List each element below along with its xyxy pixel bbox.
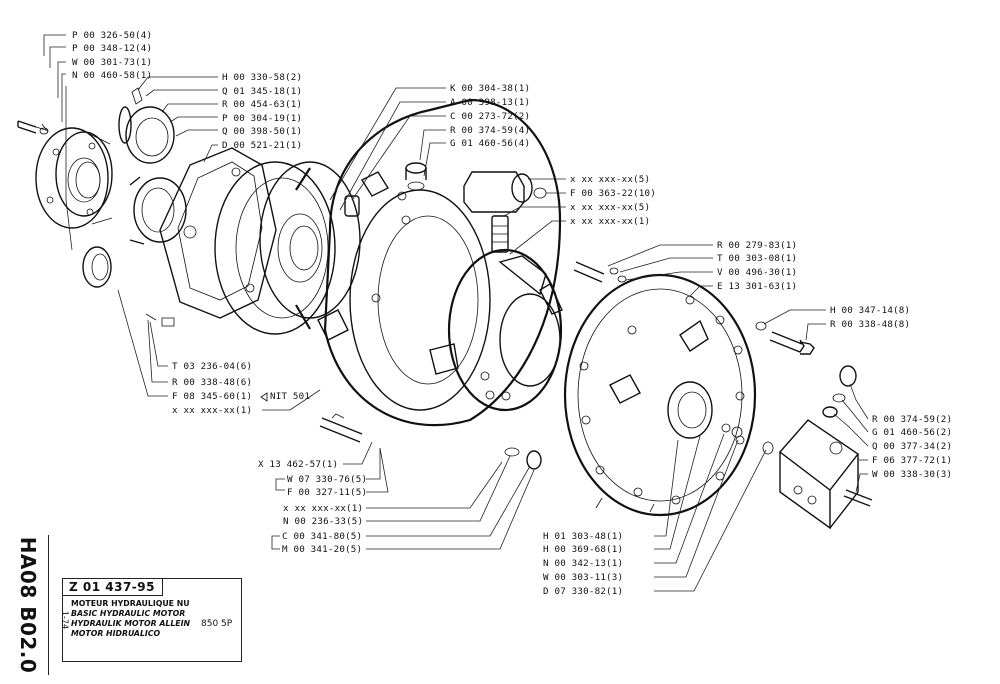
part-number: Z 01 437-95: [63, 579, 163, 596]
callout-label: T 00 303-08(1): [717, 253, 797, 264]
callout-label: N 00 460-58(1): [72, 70, 152, 81]
callout-label: Q 00 398-50(1): [222, 126, 302, 137]
callout-label: G 01 460-56(2): [872, 427, 952, 438]
callout-label: x xx xxx-xx(5): [570, 202, 650, 213]
callout-label: H 01 303-48(1): [543, 531, 623, 542]
callout-label: G 01 460-56(4): [450, 138, 530, 149]
part-left-flange: [35, 127, 113, 229]
part-top-fitting: [405, 162, 427, 191]
callout-label: R 00 454-63(1): [222, 99, 302, 110]
callout-label: W 00 303-11(3): [543, 572, 623, 583]
title-line-en: BASIC HYDRAULIC MOTOR: [71, 609, 186, 618]
part-rotor-hub: [429, 248, 563, 412]
callout-label: x xx xxx-xx(1): [570, 216, 650, 227]
part-valve-block: [778, 419, 860, 530]
part-right-bolt: [755, 321, 815, 355]
part-gasket-ring: [259, 161, 361, 319]
callout-label: P 00 304-19(1): [222, 113, 302, 124]
callout-label: F 00 327-11(5): [287, 487, 367, 498]
callout-label: A 00 398-13(1): [450, 97, 530, 108]
part-left-bolt: [17, 120, 49, 135]
part-bottom-bolt: [319, 413, 542, 470]
part-shaft-stack: [129, 176, 187, 245]
callout-label: F 00 363-22(10): [570, 188, 656, 199]
callout-label: R 00 338-48(6): [172, 377, 252, 388]
part-bearing-cup: [118, 87, 175, 164]
part-ring-nut: [82, 246, 112, 288]
callout-label: P 00 348-12(4): [72, 43, 152, 54]
title-line-fr: MOTEUR HYDRAULIQUE NU: [71, 599, 190, 608]
sheet-code: HA08 B02.0: [10, 537, 46, 674]
part-vertical-pin: [491, 215, 509, 253]
callout-label: F 08 345-60(1): [172, 391, 252, 402]
part-small-ring: [609, 267, 619, 275]
callout-label: R 00 374-59(2): [872, 414, 952, 425]
callout-label: W 00 338-30(3): [872, 469, 952, 480]
callout-label: V 00 496-30(1): [717, 267, 797, 278]
callout-label: x xx xxx-xx(1): [283, 503, 363, 514]
sheet-code-text: HA08 B02.0: [16, 536, 40, 674]
callout-label: D 00 521-21(1): [222, 140, 302, 151]
title-block: Z 01 437-95 MOTEUR HYDRAULIQUE NU BASIC …: [62, 578, 242, 662]
callout-label: H 00 330-58(2): [222, 72, 302, 83]
title-line-es: MOTOR HIDRUALICO: [71, 629, 161, 638]
part-cylinder-plug: [463, 171, 547, 213]
callout-label: D 07 330-82(1): [543, 586, 623, 597]
model-number: 850 5P: [201, 619, 233, 629]
part-distributor-disc: [214, 161, 336, 335]
part-main-body: [317, 98, 562, 427]
callout-label: K 00 304-38(1): [450, 83, 530, 94]
leader-lines: [43, 34, 869, 592]
callout-label: x xx xxx-xx(1): [172, 405, 252, 416]
part-valve-plugs: [762, 365, 873, 507]
callout-label: R 00 338-48(8): [830, 319, 910, 330]
callout-labels: P 00 326-50(4) P 00 348-12(4) W 00 301-7…: [72, 30, 952, 597]
callout-label: R 00 374-59(4): [450, 125, 530, 136]
parts-drawing: [17, 87, 873, 530]
title-lines: MOTEUR HYDRAULIQUE NU BASIC HYDRAULIC MO…: [71, 599, 191, 639]
callout-label: P 00 326-50(4): [72, 30, 152, 41]
callout-label: N 00 236-33(5): [283, 516, 363, 527]
part-hex-housing: [159, 147, 277, 319]
callout-label: H 00 347-14(8): [830, 305, 910, 316]
nit-symbol: [260, 392, 268, 402]
callout-label: T 03 236-04(6): [172, 361, 252, 372]
callout-label: H 00 369-68(1): [543, 544, 623, 555]
title-line-de: HYDRAULIK MOTOR ALLEIN: [71, 619, 191, 628]
callout-label: Q 00 377-34(2): [872, 441, 952, 452]
callout-label: F 06 377-72(1): [872, 455, 952, 466]
callout-label: W 00 301-73(1): [72, 57, 152, 68]
part-threaded-rod: [573, 261, 627, 283]
callout-label: M 00 341-20(5): [282, 544, 362, 555]
callout-label: R 00 279-83(1): [717, 240, 797, 251]
part-dot-plug: [721, 423, 743, 438]
callout-label: Q 01 345-18(1): [222, 86, 302, 97]
callout-label-nit: NIT 501: [270, 391, 310, 402]
callout-label: C 00 273-72(2): [450, 111, 530, 122]
sheet-code-frame: [10, 535, 49, 675]
callout-label: N 00 342-13(1): [543, 558, 623, 569]
callout-label: E 13 301-63(1): [717, 281, 797, 292]
callout-label: W 07 330-76(5): [287, 474, 367, 485]
callout-label: x xx xxx-xx(5): [570, 174, 650, 185]
callout-label: C 00 341-80(5): [282, 531, 362, 542]
part-small-clip: [145, 313, 175, 327]
part-end-cover: [563, 273, 757, 517]
callout-label: X 13 462-57(1): [258, 459, 338, 470]
